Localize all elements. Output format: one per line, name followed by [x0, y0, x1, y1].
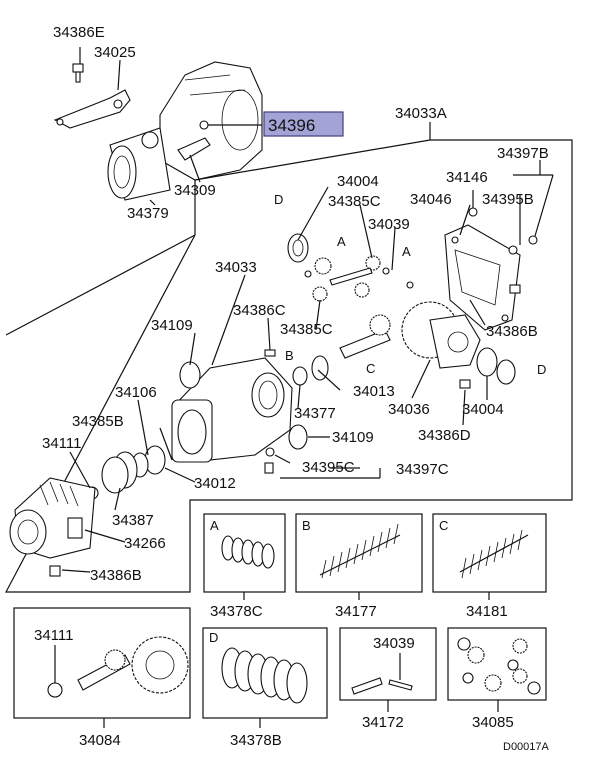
label-34036: 34036: [388, 401, 430, 418]
label-34378C: 34378C: [210, 603, 263, 620]
svg-text:C: C: [366, 361, 375, 376]
svg-text:D: D: [274, 192, 283, 207]
label-34172: 34172: [362, 714, 404, 731]
label-34377: 34377: [294, 405, 336, 422]
cover-34046-drawing: [444, 224, 521, 331]
label-34013: 34013: [353, 383, 395, 400]
kit-box-34378C: A: [203, 513, 286, 600]
label-34395C: 34395C: [302, 459, 355, 476]
kit-box-34084: [13, 607, 191, 728]
label-34084: 34084: [79, 732, 121, 749]
svg-text:C: C: [439, 518, 448, 533]
svg-text:D: D: [537, 362, 546, 377]
actuator-34266-drawing: [9, 477, 96, 577]
label-34039-b: 34039: [373, 635, 415, 652]
svg-text:B: B: [285, 348, 294, 363]
cylinder-34379-drawing: [107, 127, 171, 201]
label-34033A: 34033A: [395, 105, 447, 122]
highlight-box-34396: [263, 111, 344, 137]
label-34085: 34085: [472, 714, 514, 731]
kit-box-34085: [447, 627, 547, 712]
label-34396: 34396: [268, 116, 315, 135]
label-34146: 34146: [446, 169, 488, 186]
label-34181: 34181: [466, 603, 508, 620]
washers-left: [85, 445, 166, 500]
nut-34396-drawing: [199, 120, 209, 130]
label-34109-b: 34109: [332, 429, 374, 446]
label-34046: 34046: [410, 191, 452, 208]
label-34378B: 34378B: [230, 732, 282, 749]
label-34385C-b: 34385C: [280, 321, 333, 338]
svg-text:A: A: [210, 518, 219, 533]
kit-box-34172: [339, 627, 437, 712]
label-34386B-b: 34386B: [90, 567, 142, 584]
svg-text:A: A: [337, 234, 346, 249]
pinion-34013-drawing: [339, 329, 391, 359]
bearings: [179, 233, 516, 450]
label-34386C: 34386C: [233, 302, 286, 319]
part-labels: 34386E 34025 34396 34309 34379 34033A 34…: [34, 24, 550, 753]
ring-gear-34036-drawing: [401, 301, 481, 369]
svg-text:B: B: [302, 518, 311, 533]
label-34386B-a: 34386B: [486, 323, 538, 340]
carrier-case-34033-drawing: [171, 357, 293, 463]
label-34266: 34266: [124, 535, 166, 552]
label-34395B: 34395B: [482, 191, 534, 208]
label-34386D: 34386D: [418, 427, 471, 444]
housing-body-drawing: [159, 61, 263, 181]
label-34385C-a: 34385C: [328, 193, 381, 210]
label-34387: 34387: [112, 512, 154, 529]
label-34397C: 34397C: [396, 461, 449, 478]
label-34109-a: 34109: [151, 317, 193, 334]
label-34033: 34033: [215, 259, 257, 276]
kit-box-34177: B: [295, 513, 423, 600]
label-34025: 34025: [94, 44, 136, 61]
label-34309: 34309: [174, 182, 216, 199]
label-34004-b: 34004: [462, 401, 504, 418]
spider-gears: [304, 255, 414, 302]
kit-box-34378B: D: [202, 627, 328, 728]
label-34385B: 34385B: [72, 413, 124, 430]
tag-markers-main: D A A B C D: [274, 192, 546, 377]
label-34379: 34379: [127, 205, 169, 222]
label-34386E: 34386E: [53, 24, 105, 41]
diagram-code: D00017A: [503, 741, 550, 753]
label-34177: 34177: [335, 603, 377, 620]
svg-text:A: A: [402, 244, 411, 259]
bracket-34025-drawing: [53, 89, 131, 129]
small-bolts: [264, 207, 538, 474]
label-34106: 34106: [115, 384, 157, 401]
label-34397B: 34397B: [497, 145, 549, 162]
leader-lines-main: [61, 160, 554, 573]
assembly-outline-34033A: [5, 139, 573, 593]
label-34111-a: 34111: [42, 435, 82, 452]
kit-box-34181: C: [432, 513, 547, 600]
label-34004-a: 34004: [337, 173, 379, 190]
clip-34309-drawing: [177, 137, 211, 161]
rear-housing-assembly: [53, 47, 263, 206]
label-34039-a: 34039: [368, 216, 410, 233]
bolt-34386E-drawing: [72, 63, 84, 83]
label-34111-b: 34111: [34, 627, 74, 644]
svg-text:D: D: [209, 630, 218, 645]
label-34012: 34012: [194, 475, 236, 492]
